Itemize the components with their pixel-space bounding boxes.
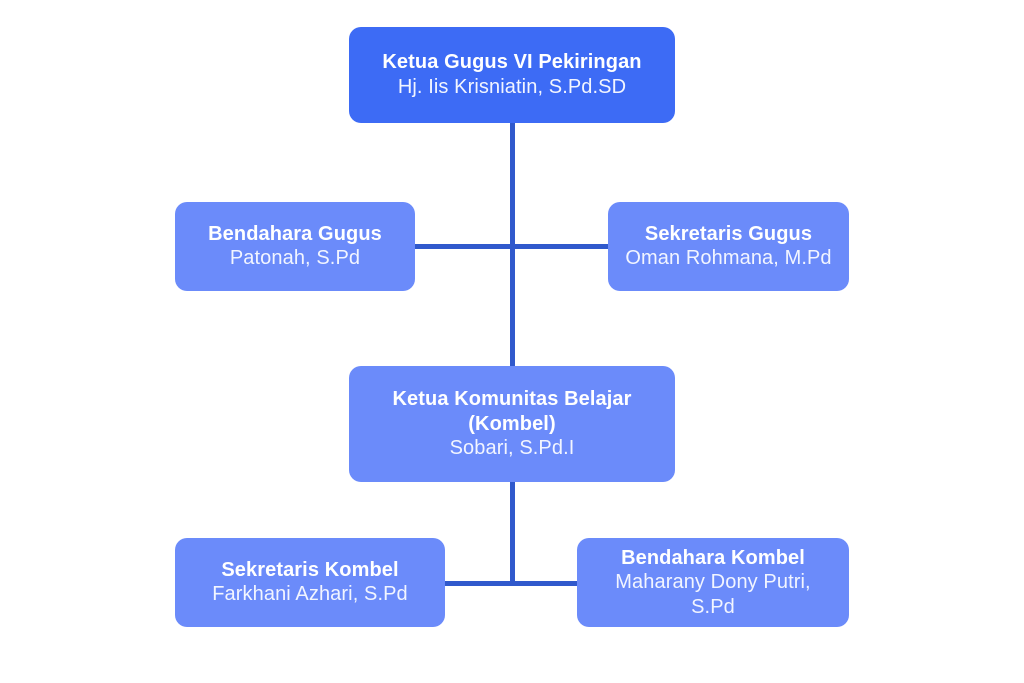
connector-row2-to-ketua-kombel xyxy=(510,244,515,368)
node-ketua-kombel[interactable]: Ketua Komunitas Belajar (Kombel) Sobari,… xyxy=(349,366,675,482)
node-sekretaris-gugus-title: Sekretaris Gugus xyxy=(644,222,813,245)
node-sekretaris-kombel-title: Sekretaris Kombel xyxy=(221,558,399,581)
connector-to-bendahara-kombel xyxy=(510,581,579,586)
node-ketua-gugus-title: Ketua Gugus VI Pekiringan xyxy=(382,51,642,74)
node-sekretaris-kombel-name: Farkhani Azhari, S.Pd xyxy=(212,583,408,606)
node-bendahara-kombel-title: Bendahara Kombel xyxy=(621,546,805,569)
connector-to-bendahara-gugus xyxy=(413,244,513,249)
node-sekretaris-gugus-name: Oman Rohmana, M.Pd xyxy=(625,247,832,270)
node-bendahara-gugus-title: Bendahara Gugus xyxy=(208,222,382,245)
node-ketua-kombel-name: Sobari, S.Pd.I xyxy=(449,436,575,459)
node-bendahara-gugus-name: Patonah, S.Pd xyxy=(229,247,361,270)
connector-ketua-gugus-to-row2 xyxy=(510,123,515,249)
node-ketua-kombel-title-line2: (Kombel) xyxy=(468,412,556,435)
node-bendahara-gugus[interactable]: Bendahara Gugus Patonah, S.Pd xyxy=(175,202,415,291)
node-sekretaris-gugus[interactable]: Sekretaris Gugus Oman Rohmana, M.Pd xyxy=(608,202,849,291)
node-ketua-kombel-title-line1: Ketua Komunitas Belajar xyxy=(392,388,632,411)
connector-ketua-kombel-to-row4 xyxy=(510,480,515,586)
node-bendahara-kombel-name: Maharany Dony Putri, S.Pd xyxy=(615,570,811,618)
connector-to-sekretaris-kombel xyxy=(443,581,513,586)
node-ketua-gugus-name: Hj. Iis Krisniatin, S.Pd.SD xyxy=(397,75,627,98)
connector-to-sekretaris-gugus xyxy=(510,244,610,249)
node-bendahara-kombel[interactable]: Bendahara Kombel Maharany Dony Putri, S.… xyxy=(577,538,849,627)
node-ketua-gugus[interactable]: Ketua Gugus VI Pekiringan Hj. Iis Krisni… xyxy=(349,27,675,123)
node-sekretaris-kombel[interactable]: Sekretaris Kombel Farkhani Azhari, S.Pd xyxy=(175,538,445,627)
